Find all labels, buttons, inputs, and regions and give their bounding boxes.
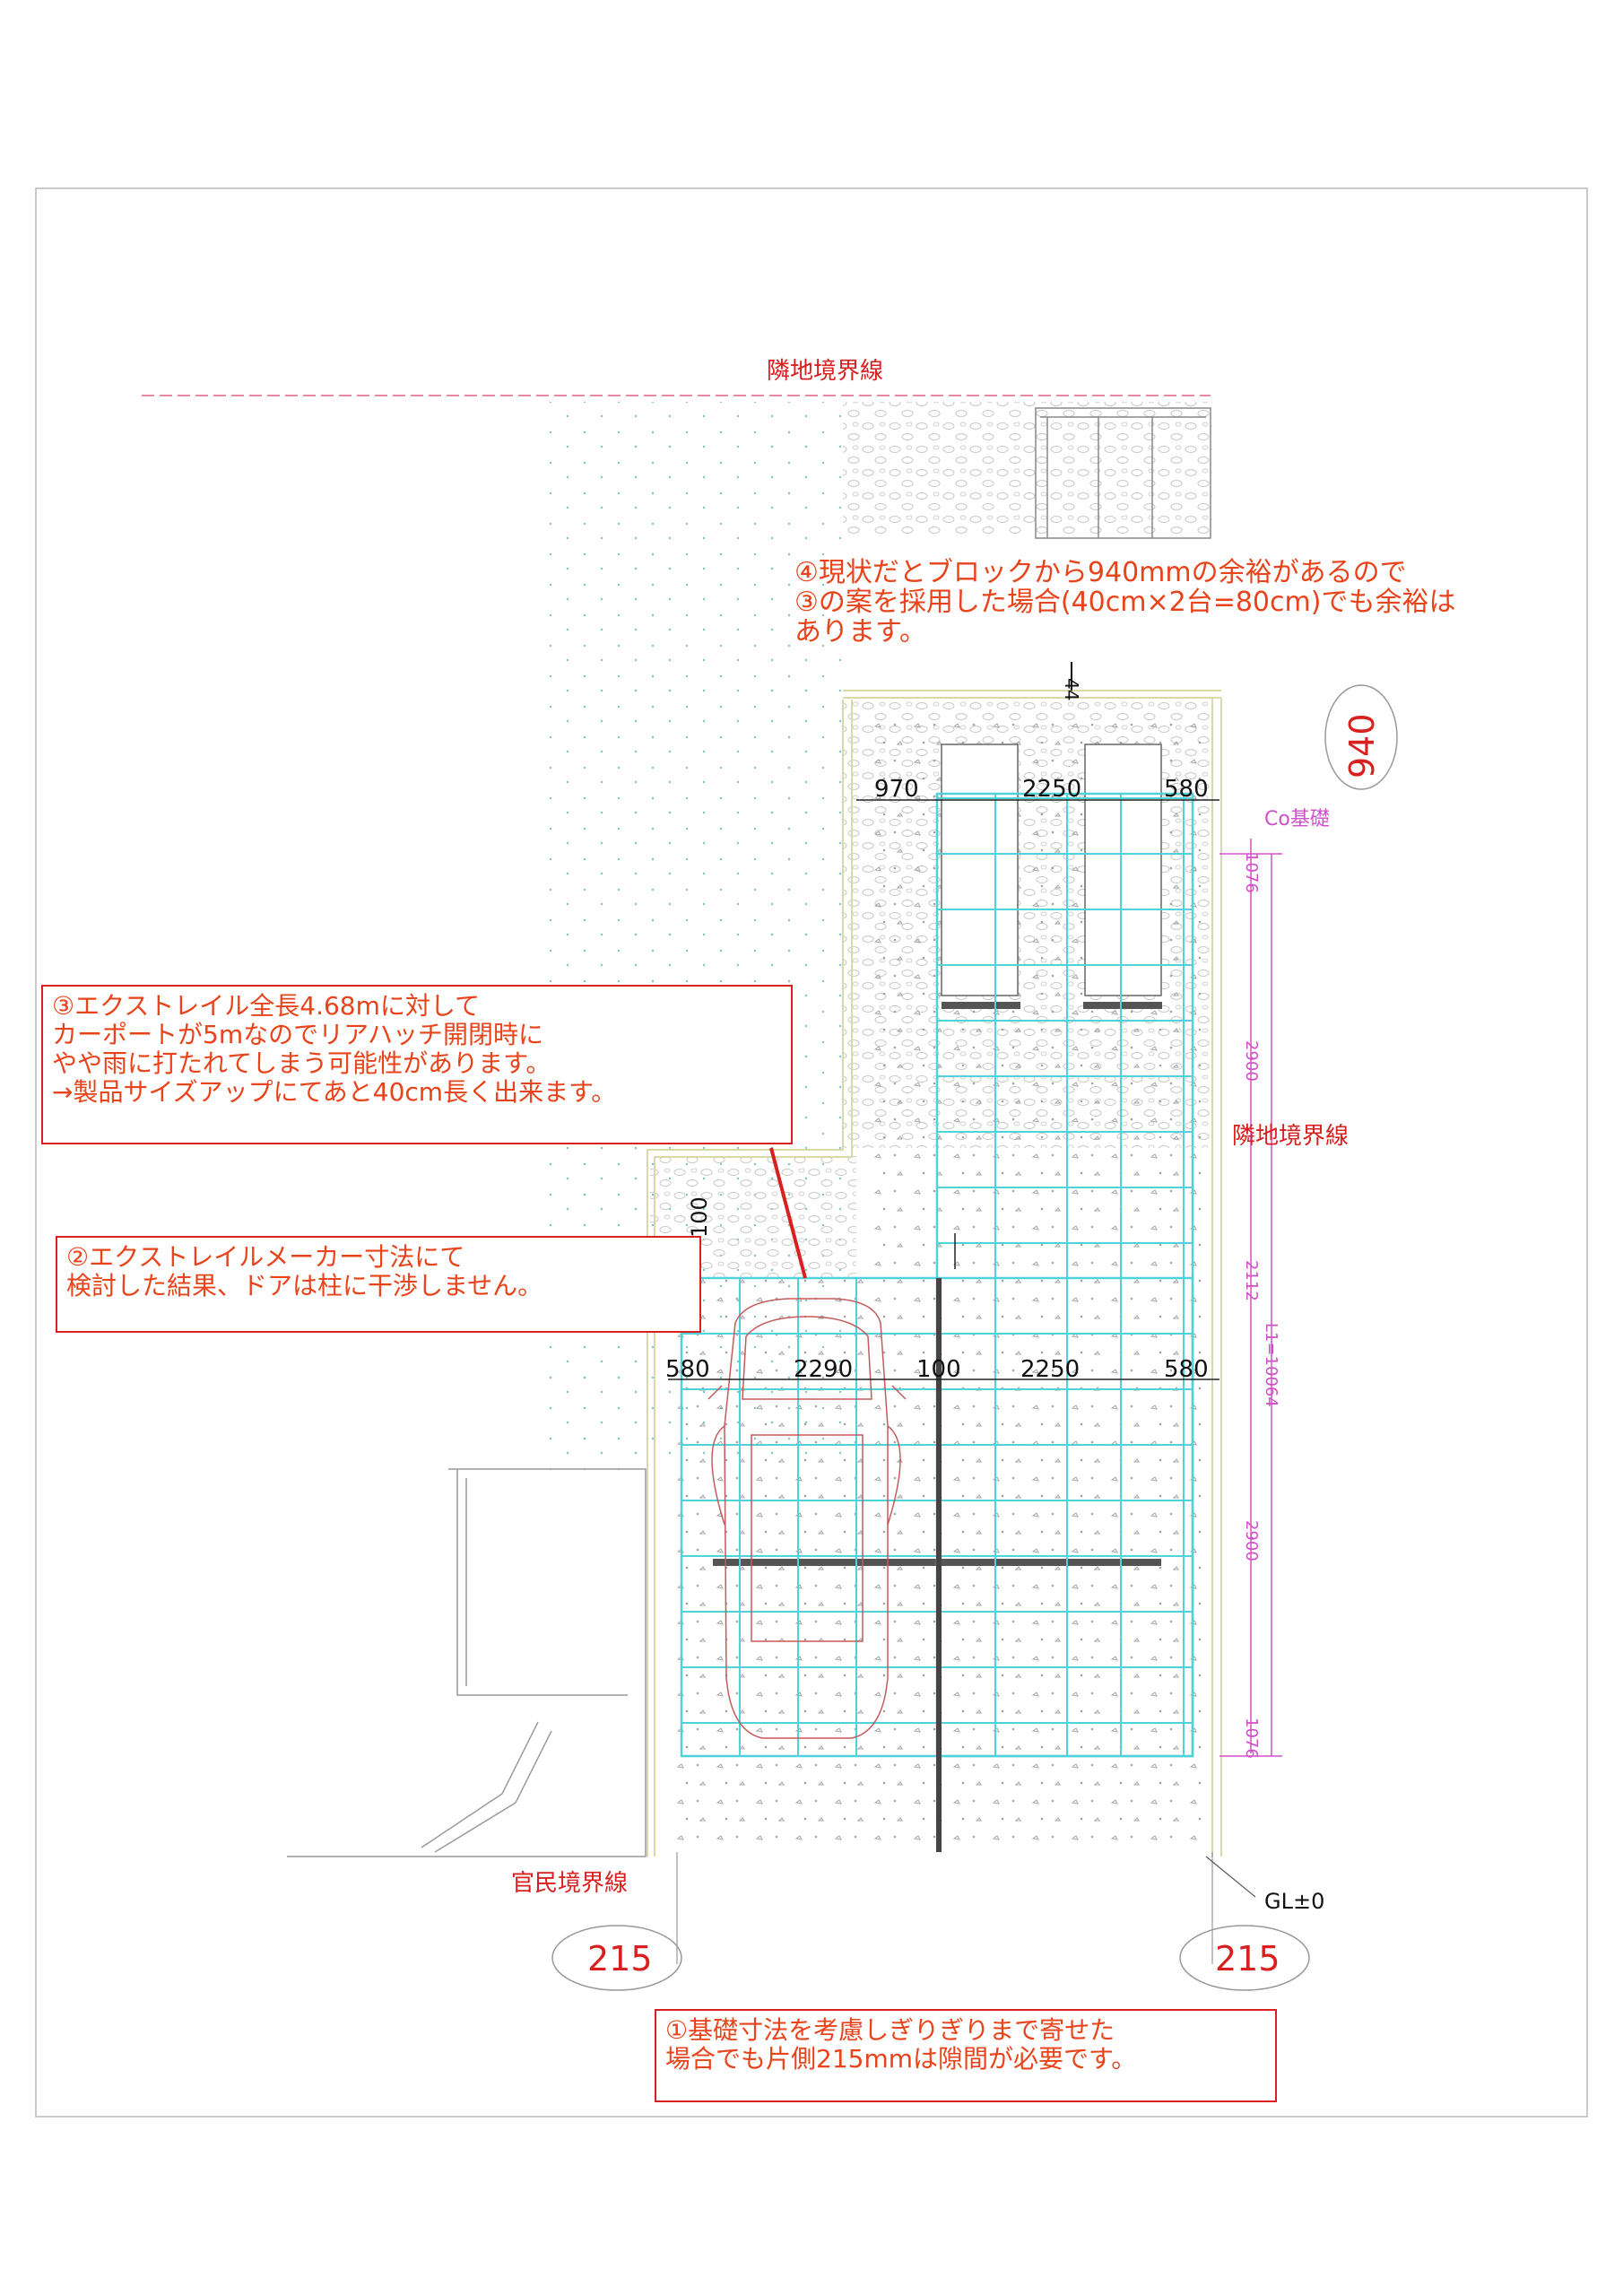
note3-leader [769,1147,807,1279]
label-gl: GL±0 [1264,1889,1324,1914]
vertical-dim-label: 1076 [1242,1718,1261,1759]
dims-top: 970 2250 580 [874,776,1209,803]
dim-top-label: 2250 [1022,776,1081,803]
block-wall-outline [647,690,1222,1857]
note-3-line-1: ③エクストレイル全長4.68mに対して [52,991,481,1021]
dim-top-label: 580 [1164,776,1209,803]
note-3-line-3: やや雨に打たれてしまう可能性があります。 [52,1048,551,1078]
vertical-dim-label: L1=10064 [1262,1323,1280,1407]
dims-bottom: 580 2290 100 2250 580 [665,1356,1209,1383]
note-4-line-3: あります。 [794,616,926,648]
note-2-line-2: 検討した結果、ドアは柱に干渉しません。 [66,1271,543,1300]
beam-upper-left [942,1002,1020,1009]
foundation-block [1084,744,1162,996]
vertical-dim-label: 2900 [1242,1520,1261,1561]
note-3: ③エクストレイル全長4.68mに対して カーポートが5mなのでリアハッチ開閉時に… [41,985,793,1144]
label-co-foundation: Co基礎 [1264,808,1330,831]
sheet-border [35,187,1588,2118]
note-1-line-2: 場合でも片側215mmは隙間が必要です。 [665,2044,1137,2074]
dim-top-small: 44 [1061,678,1082,700]
circle-215-left-value: 215 [587,1939,653,1979]
dimension-lines [668,799,1219,1380]
note-1: ①基礎寸法を考慮しぎりぎりまで寄せた 場合でも片側215mmは隙間が必要です。 [655,2009,1277,2102]
note-4-line-2: ③の案を採用した場合(40cm×2台=80cm)でも余裕は [794,587,1456,618]
car-outline [707,1298,907,1739]
label-boundary-right: 隣地境界線 [1232,1123,1349,1150]
dim-bottom-label: 580 [1164,1356,1209,1383]
storage-shed [1035,407,1211,539]
note-2-line-1: ②エクストレイルメーカー寸法にて [66,1242,465,1272]
circle-215-left: 215 [551,1925,682,1991]
circle-215-right: 215 [1179,1925,1310,1991]
building-outline [287,1468,647,1857]
vertical-dim-label: 1076 [1242,852,1261,893]
dim-left-100: 100 [687,1196,712,1238]
gravel-top [843,402,1212,535]
center-post-line [936,1278,942,1852]
circle-940-value: 940 [1342,713,1382,778]
foundation-block [941,744,1019,996]
gl-leader [1205,1856,1256,1898]
note-1-line-1: ①基礎寸法を考慮しぎりぎりまで寄せた [665,2015,1115,2045]
vertical-dimension-line [1219,839,1282,1757]
dim-top-label: 970 [874,776,919,803]
note-3-line-4: →製品サイズアップにてあと40cm長く出来ます。 [52,1077,617,1107]
note-4: ④現状だとブロックから940mmの余裕があるので ③の案を採用した場合(40cm… [794,558,1455,647]
note-4-line-1: ④現状だとブロックから940mmの余裕があるので [794,557,1407,588]
circle-940: 940 [1324,684,1398,790]
vertical-dim-label: 2900 [1242,1040,1261,1082]
beam-upper-right [1083,1002,1162,1009]
circle-215-right-value: 215 [1215,1939,1280,1979]
label-boundary-bottom: 官民境界線 [511,1870,628,1897]
label-boundary-top: 隣地境界線 [767,358,883,385]
note-2: ②エクストレイルメーカー寸法にて 検討した結果、ドアは柱に干渉しません。 [56,1236,701,1333]
dim-bottom-label: 580 [665,1356,710,1383]
dim-bottom-label: 2290 [794,1356,853,1383]
note-3-line-2: カーポートが5mなのでリアハッチ開閉時に [52,1020,543,1049]
vertical-dim-label: 2112 [1242,1260,1261,1301]
dim-bottom-label: 100 [916,1356,961,1383]
dim-bottom-label: 2250 [1020,1356,1080,1383]
